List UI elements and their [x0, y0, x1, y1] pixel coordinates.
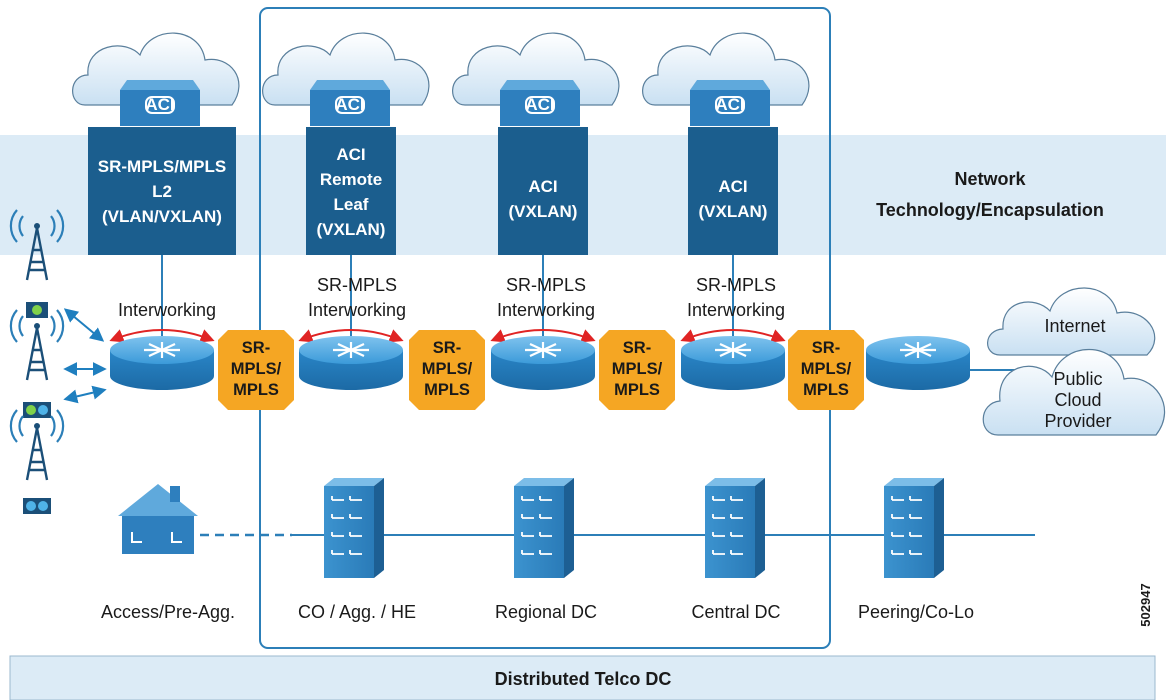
svg-text:SR-: SR- — [242, 339, 270, 357]
tech-label: (VXLAN) — [317, 220, 386, 239]
tech-box-col-2 — [306, 127, 396, 255]
svg-text:ACI: ACI — [145, 95, 174, 114]
tech-label: ACI — [528, 177, 557, 196]
svg-text:Provider: Provider — [1044, 411, 1111, 431]
distributed-dc-frame — [259, 7, 831, 649]
location-label: Peering/Co-Lo — [858, 602, 974, 622]
tech-box-col-1 — [88, 127, 236, 255]
aci-switch-icon: ACI — [120, 80, 200, 126]
router-icon — [491, 336, 595, 390]
interworking-label: SR-MPLS — [696, 275, 776, 295]
svg-text:MPLS: MPLS — [803, 381, 849, 399]
house-icon — [118, 484, 198, 554]
tech-label: Remote — [320, 170, 382, 189]
tech-label: Leaf — [334, 195, 369, 214]
interworking-arrow — [298, 329, 404, 343]
svg-text:Internet: Internet — [1044, 316, 1105, 336]
access-arrow — [63, 308, 105, 342]
cell-tower-icon — [9, 409, 65, 514]
svg-text:SR-: SR- — [812, 339, 840, 357]
svg-text:ACI: ACI — [715, 95, 744, 114]
router-icon — [681, 336, 785, 390]
interworking-arrow — [490, 329, 596, 343]
location-label: Access/Pre-Agg. — [101, 602, 235, 622]
router-icon — [110, 336, 214, 390]
footer-label: Distributed Telco DC — [495, 669, 672, 689]
svg-text:Cloud: Cloud — [1054, 390, 1101, 410]
svg-text:MPLS/: MPLS/ — [231, 360, 282, 378]
transport-badge: SR- MPLS/ MPLS — [788, 330, 864, 410]
interworking-label: Interworking — [118, 300, 216, 320]
svg-text:MPLS/: MPLS/ — [612, 360, 663, 378]
interworking-label: Interworking — [687, 300, 785, 320]
internet-cloud: Internet — [987, 287, 1156, 356]
tech-label: SR-MPLS/MPLS — [98, 157, 226, 176]
building-icon — [324, 478, 384, 578]
location-label: Regional DC — [495, 602, 597, 622]
band-label-line2: Technology/Encapsulation — [876, 200, 1104, 220]
tech-label: (VXLAN) — [699, 202, 768, 221]
svg-text:MPLS: MPLS — [614, 381, 660, 399]
transport-badge: SR- MPLS/ MPLS — [218, 330, 294, 410]
tech-box-col-3 — [498, 127, 588, 255]
tech-label: (VLAN/VXLAN) — [102, 207, 222, 226]
aci-switch-icon: ACI — [690, 80, 770, 126]
footer-band — [9, 655, 1156, 700]
building-icon — [705, 478, 765, 578]
cell-tower-icon — [9, 309, 65, 418]
interworking-arrow — [680, 329, 786, 343]
svg-text:MPLS/: MPLS/ — [801, 360, 852, 378]
building-icon — [514, 478, 574, 578]
svg-text:ACI: ACI — [525, 95, 554, 114]
interworking-label: SR-MPLS — [506, 275, 586, 295]
tech-label: (VXLAN) — [509, 202, 578, 221]
tech-label: ACI — [718, 177, 747, 196]
location-label: CO / Agg. / HE — [298, 602, 416, 622]
aci-switch-icon: ACI — [500, 80, 580, 126]
interworking-label: SR-MPLS — [317, 275, 397, 295]
svg-text:MPLS: MPLS — [424, 381, 470, 399]
interworking-arrow — [109, 329, 215, 343]
interworking-label: Interworking — [497, 300, 595, 320]
svg-text:Public: Public — [1053, 369, 1102, 389]
transport-badge: SR- MPLS/ MPLS — [599, 330, 675, 410]
figure-id: 502947 — [1138, 583, 1153, 626]
aci-switch-icon: ACI — [310, 80, 390, 126]
public-cloud-provider: Public Cloud Provider — [982, 348, 1166, 436]
router-icon — [866, 336, 970, 390]
router-icon — [299, 336, 403, 390]
access-arrow — [63, 385, 107, 404]
interworking-label: Interworking — [308, 300, 406, 320]
svg-text:SR-: SR- — [433, 339, 461, 357]
tech-label: L2 — [152, 182, 172, 201]
building-icon — [884, 478, 944, 578]
location-label: Central DC — [691, 602, 780, 622]
svg-text:MPLS: MPLS — [233, 381, 279, 399]
tech-label: ACI — [336, 145, 365, 164]
svg-text:ACI: ACI — [335, 95, 364, 114]
transport-badge: SR- MPLS/ MPLS — [409, 330, 485, 410]
band-label-line1: Network — [954, 169, 1026, 189]
svg-text:MPLS/: MPLS/ — [422, 360, 473, 378]
cell-tower-icon — [9, 209, 65, 318]
svg-text:SR-: SR- — [623, 339, 651, 357]
tech-box-col-4 — [688, 127, 778, 255]
